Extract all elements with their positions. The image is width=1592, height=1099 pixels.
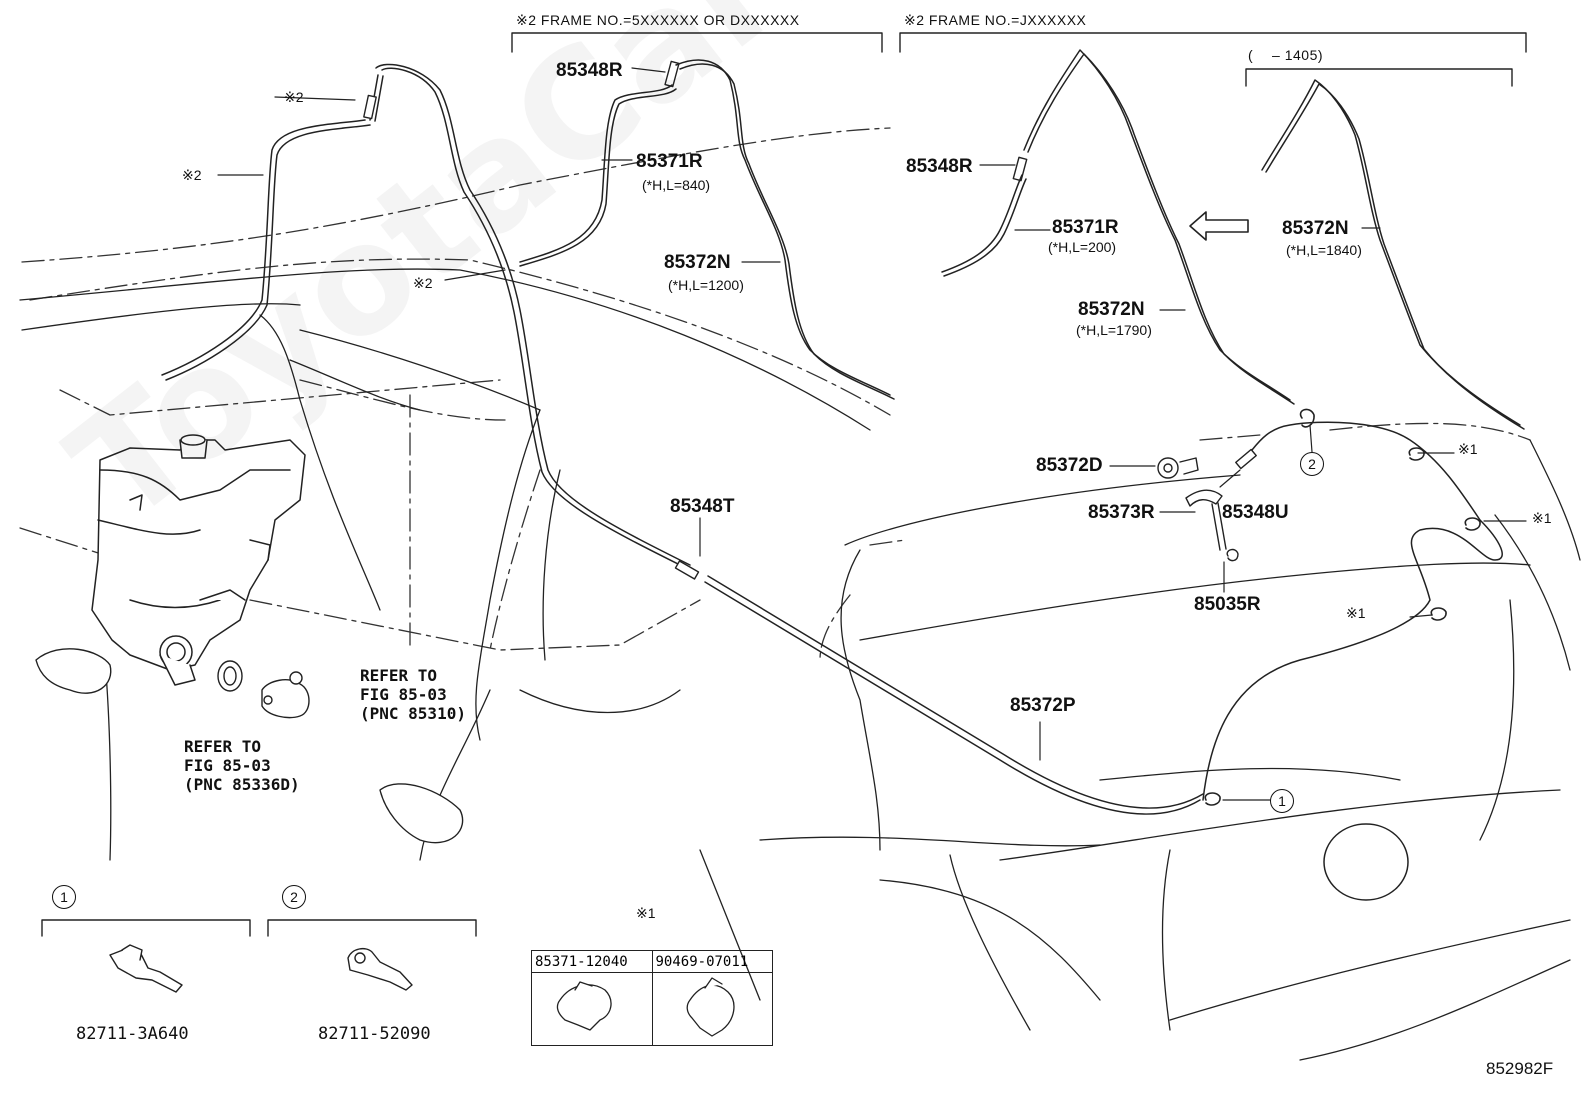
body-dashed-lines — [19, 127, 1531, 661]
part-label-85372N[interactable]: 85372N — [1282, 218, 1349, 239]
part-label-85348U[interactable]: 85348U — [1222, 502, 1289, 523]
connectors — [363, 60, 1257, 580]
clip-1-part-number[interactable]: 82711-3A640 — [76, 1024, 189, 1044]
callout-1[interactable]: 1 — [52, 885, 76, 909]
note2-mark: ※2 — [284, 89, 304, 105]
bracket-clip-2 — [267, 919, 477, 937]
note1-mark: ※1 — [636, 905, 656, 921]
fuel-cap-shape — [1323, 823, 1409, 901]
part-label-85372N[interactable]: 85372N — [1078, 299, 1145, 320]
table-header-cell[interactable]: 85371-12040 — [531, 950, 653, 973]
nozzle-parts — [1157, 457, 1239, 562]
header-frame-j: ※2 FRAME NO.=JXXXXXX — [904, 12, 1087, 28]
refer-line: FIG 85-03 — [360, 685, 447, 705]
refer-line: (PNC 85336D) — [184, 775, 300, 795]
clip-table: 85371-12040 90469-07011 — [531, 950, 773, 1046]
table-header-cell[interactable]: 90469-07011 — [651, 950, 773, 973]
bracket-frame-j — [899, 32, 1527, 53]
table-image-cell — [531, 972, 653, 1046]
part-label-85372D[interactable]: 85372D — [1036, 455, 1103, 476]
callout-2[interactable]: 2 — [1300, 452, 1324, 476]
refer-line: (PNC 85310) — [360, 704, 466, 724]
callout-1[interactable]: 1 — [1270, 789, 1294, 813]
note1-mark: ※1 — [1458, 441, 1478, 457]
note1-mark: ※1 — [1532, 510, 1552, 526]
diagram-code: 852982F — [1486, 1059, 1554, 1078]
part-label-85035R[interactable]: 85035R — [1194, 594, 1261, 615]
clip-2-shape — [347, 947, 413, 991]
refer-line: REFER TO — [184, 737, 262, 756]
part-label-85372P[interactable]: 85372P — [1010, 695, 1076, 716]
part-label-85371R[interactable]: 85371R — [636, 151, 703, 172]
washer-tank — [91, 434, 306, 686]
part-label-85371R[interactable]: 85371R — [1052, 217, 1119, 238]
note2-mark: ※2 — [182, 167, 202, 183]
refer-note-pump[interactable]: REFER TO FIG 85-03 (PNC 85310) — [360, 666, 466, 724]
refer-note-grommet[interactable]: REFER TO FIG 85-03 (PNC 85336D) — [184, 737, 300, 795]
pump-parts — [35, 648, 464, 844]
bracket-clip-1 — [41, 919, 251, 937]
bracket-frame-5 — [511, 32, 883, 53]
note1-mark: ※1 — [1346, 605, 1366, 621]
hose-clips — [1204, 408, 1481, 806]
header-range: ( – 1405) — [1248, 47, 1324, 63]
part-spec: (*H,L=1200) — [668, 277, 744, 293]
part-label-85348R[interactable]: 85348R — [556, 60, 623, 81]
hose-set-a — [519, 59, 895, 400]
refer-line: REFER TO — [360, 666, 438, 685]
note2-mark: ※2 — [413, 275, 433, 291]
header-frame-5: ※2 FRAME NO.=5XXXXXX OR DXXXXXX — [516, 12, 800, 28]
part-spec: (*H,L=1790) — [1076, 322, 1152, 338]
bracket-range — [1245, 68, 1513, 87]
part-label-85373R[interactable]: 85373R — [1088, 502, 1155, 523]
part-spec: (*H,L=200) — [1048, 239, 1117, 255]
body-outline — [19, 268, 1581, 1061]
part-label-85372N[interactable]: 85372N — [664, 252, 731, 273]
clip-2-part-number[interactable]: 82711-52090 — [318, 1024, 431, 1044]
leaders — [217, 67, 1527, 801]
left-hose — [161, 74, 384, 381]
clip-1-shape — [109, 944, 183, 993]
direction-arrow — [1189, 211, 1249, 241]
hose-set-c — [1261, 79, 1525, 430]
part-spec: (*H,L=840) — [642, 177, 711, 193]
part-spec: (*H,L=1840) — [1286, 242, 1362, 258]
callout-2[interactable]: 2 — [282, 885, 306, 909]
part-label-85348R[interactable]: 85348R — [906, 156, 973, 177]
part-label-85348T[interactable]: 85348T — [670, 496, 735, 517]
hose-set-b — [941, 49, 1295, 405]
main-hose — [375, 63, 1503, 815]
refer-line: FIG 85-03 — [184, 756, 271, 776]
table-image-cell — [651, 972, 773, 1046]
